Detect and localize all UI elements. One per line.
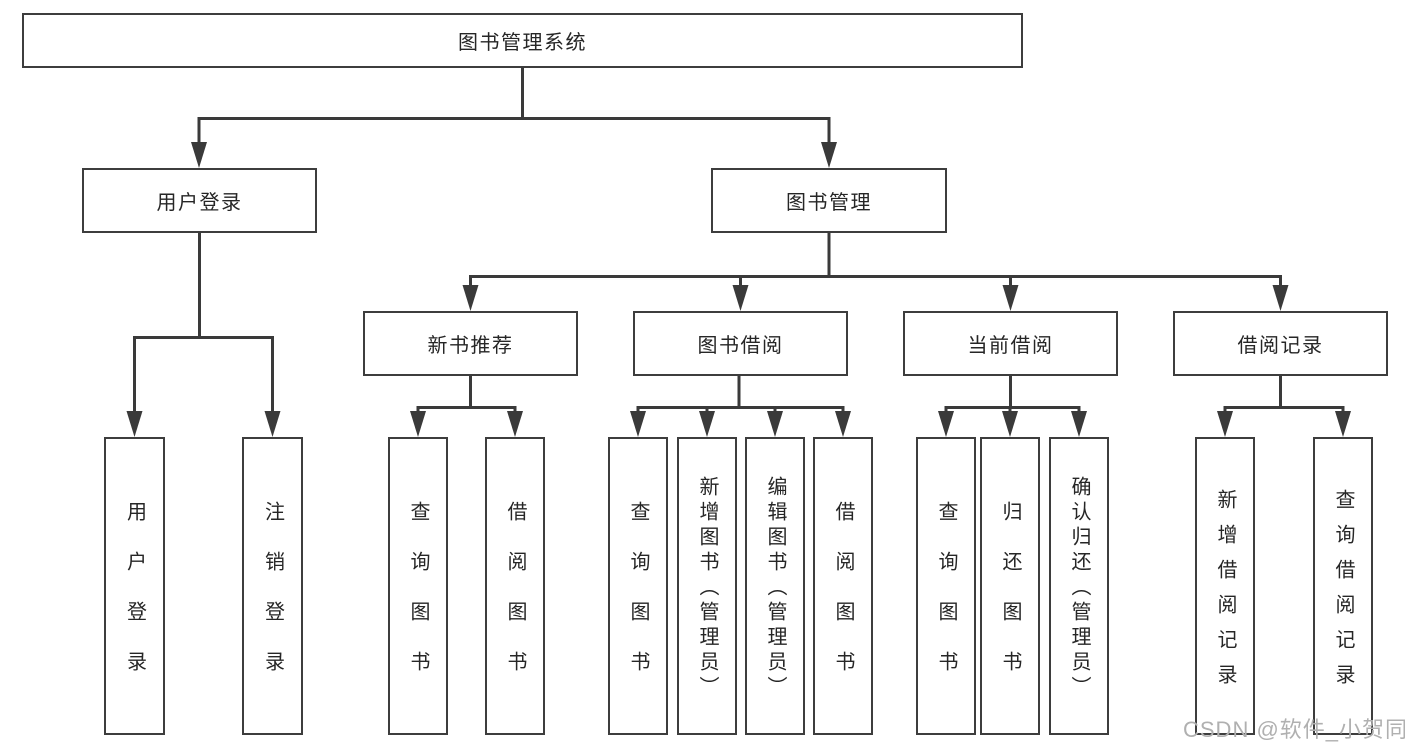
leaf-user-login: 用户登录 <box>104 437 165 735</box>
node-borrow-record: 借阅记录 <box>1173 311 1388 376</box>
leaf-query-books-recommend: 查询图书 <box>388 437 448 735</box>
connector-current-borrow-children <box>938 376 1087 437</box>
leaf-label: 借阅图书 <box>504 501 526 701</box>
connector-borrow-record-children <box>1217 376 1351 437</box>
leaf-label: 确认归还（管理员） <box>1068 476 1090 701</box>
arrow-down-icon <box>835 411 851 437</box>
leaf-label: 查询借阅记录 <box>1332 488 1354 699</box>
leaf-label: 查询图书 <box>627 501 649 701</box>
arrow-down-icon <box>630 411 646 437</box>
arrow-down-icon <box>1272 285 1289 311</box>
node-current-borrow: 当前借阅 <box>903 311 1118 376</box>
node-user-login: 用户登录 <box>82 168 317 233</box>
leaf-add-borrow-record: 新增借阅记录 <box>1195 437 1255 735</box>
arrow-down-icon <box>507 411 523 437</box>
arrow-down-icon <box>938 411 954 437</box>
arrow-down-icon <box>1335 411 1351 437</box>
leaf-edit-books-admin: 编辑图书（管理员） <box>745 437 805 735</box>
arrow-down-icon <box>699 411 715 437</box>
leaf-label: 注销登录 <box>261 501 284 701</box>
leaf-label: 借阅图书 <box>832 501 854 701</box>
arrow-down-icon <box>264 411 281 437</box>
leaf-label: 新增图书（管理员） <box>696 476 718 701</box>
leaf-query-books-current: 查询图书 <box>916 437 976 735</box>
arrow-down-icon <box>1071 411 1087 437</box>
arrow-down-icon <box>1217 411 1233 437</box>
arrow-down-icon <box>462 285 479 311</box>
leaf-label: 归还图书 <box>999 501 1021 701</box>
arrow-down-icon <box>1002 411 1018 437</box>
arrow-down-icon <box>191 142 207 168</box>
connector-root-to-level2 <box>191 67 837 168</box>
arrow-down-icon <box>410 411 426 437</box>
leaf-borrow-books: 借阅图书 <box>813 437 873 735</box>
leaf-label: 编辑图书（管理员） <box>764 476 786 701</box>
node-new-book-recommend: 新书推荐 <box>363 311 578 376</box>
node-book-borrow: 图书借阅 <box>633 311 848 376</box>
arrow-down-icon <box>767 411 783 437</box>
connector-book-borrow-children <box>630 376 851 437</box>
connector-user-login-children <box>126 233 281 437</box>
leaf-label: 用户登录 <box>123 501 146 701</box>
leaf-add-books-admin: 新增图书（管理员） <box>677 437 737 735</box>
node-root-system: 图书管理系统 <box>22 13 1023 68</box>
leaf-logout: 注销登录 <box>242 437 303 735</box>
leaf-query-borrow-record: 查询借阅记录 <box>1313 437 1373 735</box>
leaf-label: 新增借阅记录 <box>1214 488 1236 699</box>
connector-new-book-recommend-children <box>410 376 523 437</box>
leaf-label: 查询图书 <box>407 501 429 701</box>
connector-book-management-children <box>462 233 1289 311</box>
arrow-down-icon <box>821 142 837 168</box>
arrow-down-icon <box>1002 285 1019 311</box>
leaf-query-books: 查询图书 <box>608 437 668 735</box>
arrow-down-icon <box>732 285 749 311</box>
leaf-borrow-books-recommend: 借阅图书 <box>485 437 545 735</box>
arrow-down-icon <box>126 411 143 437</box>
csdn-watermark: CSDN @软件_小贺同学 <box>1183 717 1405 742</box>
leaf-confirm-return-admin: 确认归还（管理员） <box>1049 437 1109 735</box>
leaf-return-books: 归还图书 <box>980 437 1040 735</box>
leaf-label: 查询图书 <box>935 501 957 701</box>
node-book-management: 图书管理 <box>711 168 947 233</box>
